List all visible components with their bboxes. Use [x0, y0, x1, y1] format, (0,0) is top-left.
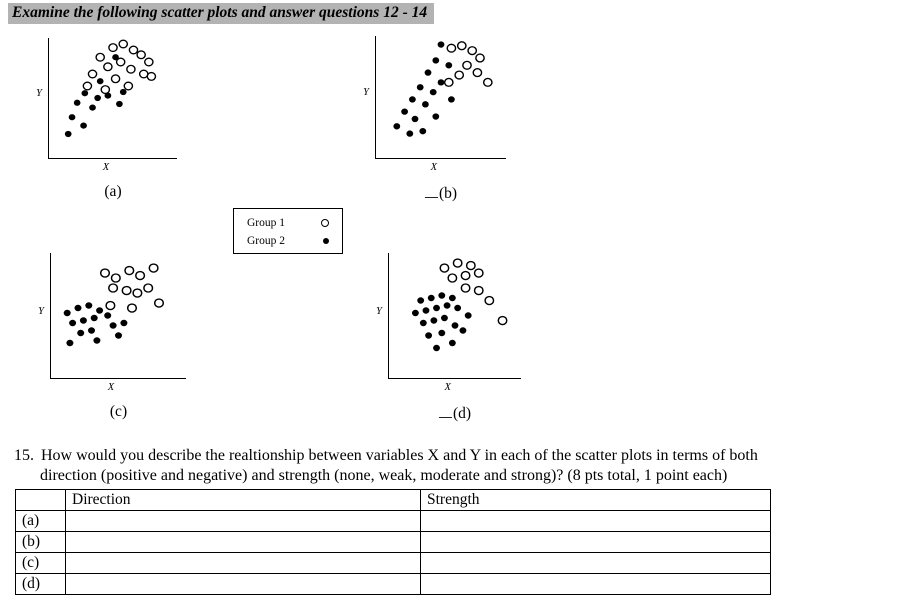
legend-label: Group 1	[247, 217, 286, 229]
table-row: (b)	[15, 531, 771, 553]
strength-header: Strength	[420, 489, 771, 511]
answer-blank	[424, 183, 438, 198]
corner-cell	[15, 489, 66, 511]
legend-label: Group 2	[247, 235, 286, 247]
x-axis-label: X	[107, 382, 115, 393]
scatter-plot-b: Y X (b)	[363, 36, 506, 202]
plot-caption-b: (b)	[424, 183, 457, 203]
answer-cell-c-strength[interactable]	[420, 552, 771, 574]
open-circle-icon	[321, 219, 329, 227]
direction-header: Direction	[65, 489, 421, 511]
answer-cell-b-strength[interactable]	[420, 531, 771, 553]
answer-cell-d-direction[interactable]	[65, 573, 421, 595]
table-row: (a)	[15, 510, 771, 532]
y-axis-label: Y	[363, 87, 369, 99]
plot-caption-c: (c)	[109, 403, 128, 420]
answer-cell-d-strength[interactable]	[420, 573, 771, 595]
table-header-row: Direction Strength	[15, 489, 771, 511]
x-axis-label: X	[102, 162, 110, 173]
row-label-c: (c)	[15, 552, 66, 574]
scatter-plot-d: Y X (d)	[376, 253, 521, 422]
table-row: (d)	[15, 573, 771, 595]
y-axis-label: Y	[376, 305, 382, 317]
scatter-points-d	[411, 258, 508, 352]
scatter-points-c	[63, 263, 165, 347]
scatter-plot-c: Y X (c)	[38, 253, 186, 420]
answer-table: Direction Strength (a) (b) (c) (d)	[15, 489, 771, 595]
row-label-a: (a)	[15, 510, 66, 532]
row-label-b: (b)	[15, 531, 66, 553]
legend-item: Group 1	[234, 214, 342, 232]
plot-caption-d: (d)	[438, 403, 471, 423]
answer-cell-a-strength[interactable]	[420, 510, 771, 532]
x-axis-label: X	[430, 162, 438, 173]
filled-circle-icon	[323, 238, 329, 244]
question-15-text-line2: direction (positive and negative) and st…	[40, 467, 728, 484]
legend-box: Group 1 Group 2	[233, 208, 343, 254]
table-row: (c)	[15, 552, 771, 574]
answer-blank	[438, 403, 452, 418]
y-axis-label: Y	[36, 88, 42, 100]
instructions-banner: Examine the following scatter plots and …	[8, 3, 435, 24]
plot-caption-a: (a)	[104, 183, 122, 200]
legend-item: Group 2	[234, 232, 342, 250]
x-axis-label: X	[444, 382, 451, 393]
question-number: 15.	[14, 447, 34, 464]
answer-cell-a-direction[interactable]	[65, 510, 421, 532]
scatter-points-a	[64, 39, 157, 138]
answer-cell-b-direction[interactable]	[65, 531, 421, 553]
question-15-text: 15.How would you describe the realtionsh…	[14, 447, 758, 464]
scatter-points-b	[393, 41, 493, 137]
row-label-d: (d)	[15, 573, 66, 595]
scatter-plot-a: Y X (a)	[36, 38, 177, 200]
y-axis-label: Y	[38, 305, 44, 317]
answer-cell-c-direction[interactable]	[65, 552, 421, 574]
